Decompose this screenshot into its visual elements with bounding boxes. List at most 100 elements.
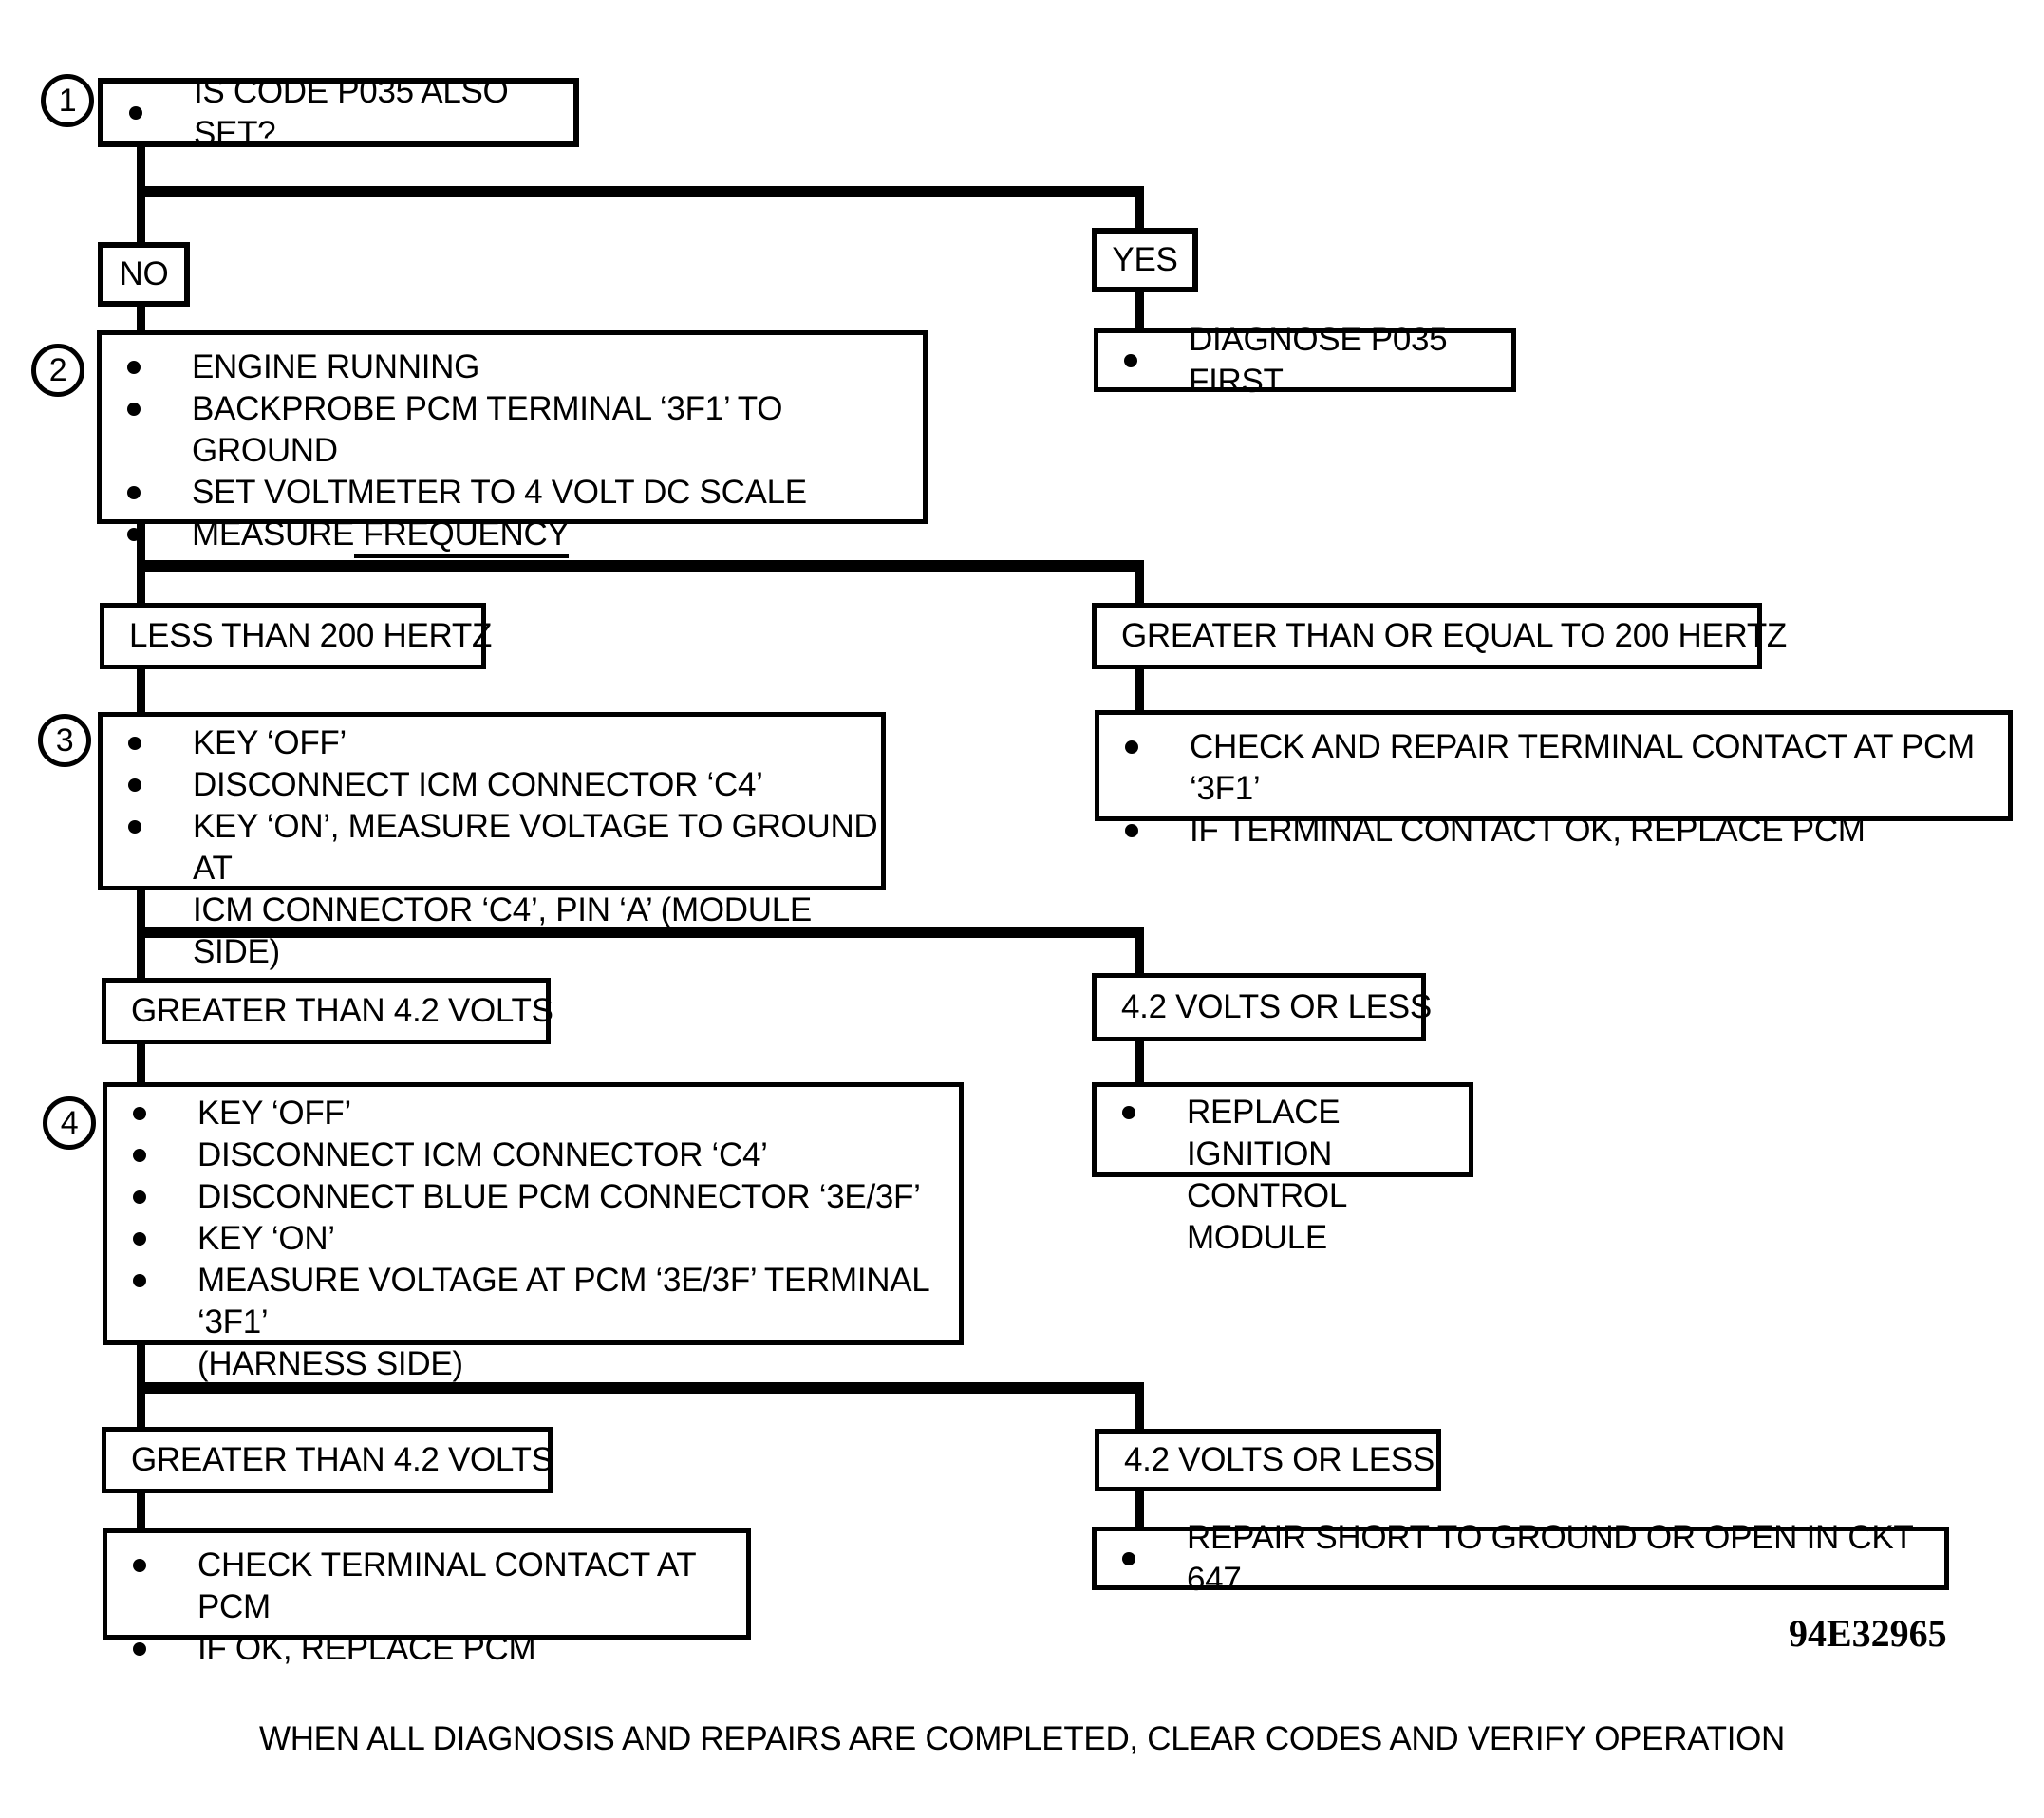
bullet-icon <box>1122 1106 1135 1119</box>
42-volts-or-less-label-2: 4.2 VOLTS OR LESS <box>1124 1441 1435 1478</box>
connector-step3-branch-bar <box>137 927 1144 938</box>
connector-step3-to-low-volts <box>1135 927 1144 973</box>
diagnose-p035-row: DIAGNOSE P035 FIRST <box>1098 321 1511 400</box>
connector-step1-to-yes <box>1135 186 1144 228</box>
connector-high-volts-to-check-terminal <box>137 1493 145 1528</box>
connector-step4-branch-bar <box>137 1382 1144 1394</box>
42-volts-or-less-box-2: 4.2 VOLTS OR LESS <box>1095 1429 1441 1491</box>
bullet-icon <box>127 361 141 374</box>
42-volts-or-less-label-1: 4.2 VOLTS OR LESS <box>1121 988 1432 1025</box>
bullet-icon <box>127 486 141 499</box>
less-than-200-hertz-label: LESS THAN 200 HERTZ <box>129 617 493 654</box>
connector-yes-to-action <box>1135 292 1144 328</box>
step2-item-row: MEASURE FREQUENCY <box>102 514 923 558</box>
bullet-icon <box>133 1642 146 1656</box>
greater-equal-200-hertz-label: GREATER THAN OR EQUAL TO 200 HERTZ <box>1121 617 1787 654</box>
connector-low-volts-to-replace-icm <box>1135 1041 1144 1082</box>
step1-question-box: IS CODE P035 ALSO SET? <box>98 73 579 152</box>
step3-item-row: KEY ‘OFF’ <box>103 722 881 764</box>
step4-rows: KEY ‘OFF’ DISCONNECT ICM CONNECTOR ‘C4’ … <box>107 1087 959 1385</box>
step-number-3: 3 <box>38 714 91 767</box>
bullet-icon <box>133 1149 146 1162</box>
check-terminal-contact-box: CHECK TERMINAL CONTACT AT PCM IF OK, REP… <box>103 1528 751 1667</box>
check-terminal-contact-row: CHECK TERMINAL CONTACT AT PCM <box>107 1545 746 1628</box>
no-branch-label: NO <box>119 255 169 292</box>
step2-measure-frequency-text: MEASURE FREQUENCY <box>192 514 570 558</box>
greater-than-42-volts-label-1: GREATER THAN 4.2 VOLTS <box>131 992 553 1029</box>
connector-low-hertz-to-step3 <box>137 669 145 712</box>
step3-item-row: KEY ‘ON’, MEASURE VOLTAGE TO GROUND AT I… <box>103 806 881 973</box>
42-volts-or-less-box-1: 4.2 VOLTS OR LESS <box>1092 973 1432 1041</box>
step3-item-text: KEY ‘OFF’ <box>193 724 347 761</box>
check-repair-pcm-box: CHECK AND REPAIR TERMINAL CONTACT AT PCM… <box>1095 710 2013 849</box>
greater-than-42-volts-box-1: GREATER THAN 4.2 VOLTS <box>102 978 553 1044</box>
step3-item-text: DISCONNECT ICM CONNECTOR ‘C4’ <box>193 766 763 803</box>
check-terminal-contact-rows: CHECK TERMINAL CONTACT AT PCM IF OK, REP… <box>107 1533 746 1670</box>
step-number-1-label: 1 <box>58 82 77 119</box>
step3-actions-box: KEY ‘OFF’ DISCONNECT ICM CONNECTOR ‘C4’ … <box>98 712 886 970</box>
diagnose-p035-text: DIAGNOSE P035 FIRST <box>1189 320 1448 400</box>
replace-icm-row: REPLACE IGNITION CONTROL MODULE <box>1097 1092 1469 1259</box>
bullet-icon <box>1125 740 1138 754</box>
greater-than-42-volts-label-2: GREATER THAN 4.2 VOLTS <box>131 1441 553 1478</box>
connector-high-volts-to-step4 <box>137 1044 145 1082</box>
step2-item-row: ENGINE RUNNING <box>102 347 923 388</box>
bullet-icon <box>129 105 142 120</box>
connector-step2-branch-bar <box>137 560 1144 572</box>
bullet-icon <box>133 1559 146 1572</box>
step4-actions-box: KEY ‘OFF’ DISCONNECT ICM CONNECTOR ‘C4’ … <box>103 1082 964 1382</box>
connector-no-to-step2 <box>137 307 145 330</box>
step3-rows: KEY ‘OFF’ DISCONNECT ICM CONNECTOR ‘C4’ … <box>103 717 881 973</box>
bullet-icon <box>133 1232 146 1246</box>
replace-icm-text: REPLACE IGNITION CONTROL MODULE <box>1187 1094 1346 1256</box>
step4-item-text: KEY ‘ON’ <box>197 1220 335 1257</box>
step-number-4-label: 4 <box>60 1104 79 1141</box>
step4-item-text: DISCONNECT BLUE PCM CONNECTOR ‘3E/3F’ <box>197 1178 921 1215</box>
bullet-icon <box>133 1107 146 1120</box>
replace-icm-box: REPLACE IGNITION CONTROL MODULE <box>1092 1082 1473 1256</box>
step-number-4: 4 <box>43 1096 96 1150</box>
less-than-200-hertz-box: LESS THAN 200 HERTZ <box>100 603 492 669</box>
step-number-2-label: 2 <box>48 351 67 388</box>
bullet-icon <box>128 737 141 750</box>
bullet-icon <box>127 403 141 416</box>
check-repair-pcm-text: IF TERMINAL CONTACT OK, REPLACE PCM <box>1190 812 1866 849</box>
check-terminal-contact-text: CHECK TERMINAL CONTACT AT PCM <box>197 1546 696 1625</box>
check-terminal-contact-text: IF OK, REPLACE PCM <box>197 1630 536 1667</box>
step2-item-text: SET VOLTMETER TO 4 VOLT DC SCALE <box>192 474 807 511</box>
check-repair-pcm-rows: CHECK AND REPAIR TERMINAL CONTACT AT PCM… <box>1099 715 2008 852</box>
step4-item-row: MEASURE VOLTAGE AT PCM ‘3E/3F’ TERMINAL … <box>107 1260 959 1385</box>
step-number-3-label: 3 <box>55 722 74 759</box>
step2-item-text: BACKPROBE PCM TERMINAL ‘3F1’ TO GROUND <box>192 390 783 469</box>
step4-item-row: KEY ‘ON’ <box>107 1218 959 1260</box>
repair-short-ckt647-text: REPAIR SHORT TO GROUND OR OPEN IN CKT 64… <box>1187 1518 1913 1598</box>
connector-low-volts-to-repair-short <box>1135 1491 1144 1527</box>
connector-step4-to-low-volts <box>1135 1382 1144 1429</box>
replace-icm-rows: REPLACE IGNITION CONTROL MODULE <box>1097 1087 1469 1259</box>
greater-than-42-volts-box-2: GREATER THAN 4.2 VOLTS <box>102 1427 553 1493</box>
check-repair-pcm-row: IF TERMINAL CONTACT OK, REPLACE PCM <box>1099 810 2008 852</box>
check-repair-pcm-text: CHECK AND REPAIR TERMINAL CONTACT AT PCM… <box>1190 728 1975 807</box>
step2-item-row: SET VOLTMETER TO 4 VOLT DC SCALE <box>102 472 923 514</box>
step3-item-text: KEY ‘ON’, MEASURE VOLTAGE TO GROUND AT I… <box>193 808 878 970</box>
footer-note: WHEN ALL DIAGNOSIS AND REPAIRS ARE COMPL… <box>258 1720 1786 1757</box>
step2-measure-underlined: FREQUENCY <box>354 515 570 558</box>
check-repair-pcm-row: CHECK AND REPAIR TERMINAL CONTACT AT PCM… <box>1099 726 2008 810</box>
bullet-icon <box>133 1274 146 1287</box>
step2-rows: ENGINE RUNNING BACKPROBE PCM TERMINAL ‘3… <box>102 335 923 558</box>
check-terminal-contact-row: IF OK, REPLACE PCM <box>107 1628 746 1670</box>
step2-item-text: ENGINE RUNNING <box>192 348 480 385</box>
step2-item-row: BACKPROBE PCM TERMINAL ‘3F1’ TO GROUND <box>102 388 923 472</box>
step-number-2: 2 <box>31 344 84 397</box>
step1-question-text: IS CODE P035 ALSO SET? <box>194 72 509 152</box>
bullet-icon <box>1125 824 1138 837</box>
step4-item-text: DISCONNECT ICM CONNECTOR ‘C4’ <box>197 1136 768 1173</box>
yes-branch-label: YES <box>1112 241 1178 278</box>
connector-step1-branch-bar <box>137 186 1144 197</box>
step3-item-row: DISCONNECT ICM CONNECTOR ‘C4’ <box>103 764 881 806</box>
step4-item-row: DISCONNECT ICM CONNECTOR ‘C4’ <box>107 1134 959 1176</box>
bullet-icon <box>128 778 141 792</box>
connector-step2-to-high-hertz <box>1135 560 1144 603</box>
step4-item-row: KEY ‘OFF’ <box>107 1093 959 1134</box>
